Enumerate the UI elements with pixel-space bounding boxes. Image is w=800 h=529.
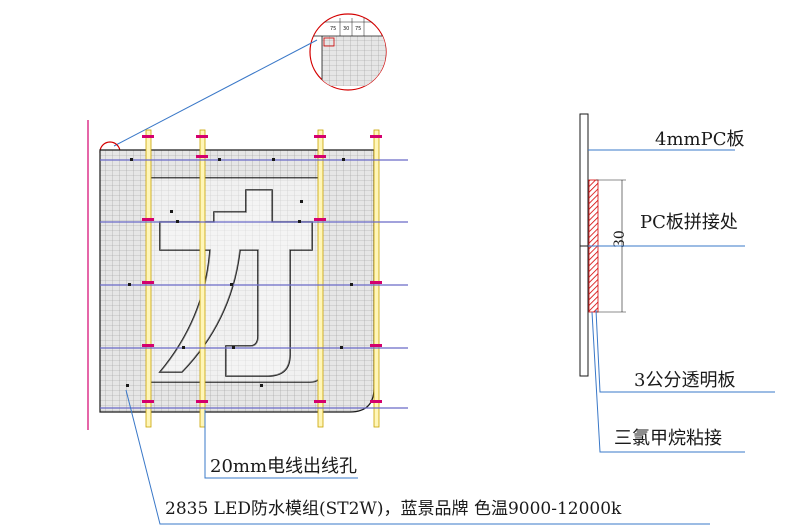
label-wire-hole: 20mm电线出线孔 — [210, 456, 358, 477]
mounting-brackets — [142, 135, 382, 403]
detail-dim-3: 75 — [355, 26, 361, 32]
support-bars — [145, 129, 380, 428]
sign-front-view — [87, 120, 408, 430]
dimension-label: 30 — [612, 230, 628, 248]
detail-dim-2: 30 — [343, 26, 349, 32]
front-leaders — [125, 389, 710, 525]
pc-board-section — [579, 113, 589, 377]
label-glue: 三氯甲烷粘接 — [614, 428, 722, 449]
section-view: 30 — [579, 113, 628, 377]
horizontal-rails — [100, 159, 408, 409]
label-transparent-board: 3公分透明板 — [634, 370, 736, 391]
led-dots — [126, 158, 353, 387]
label-pc-board: 4mmPC板 — [655, 129, 745, 150]
section-leaders — [588, 149, 775, 453]
label-pc-joint: PC板拼接处 — [640, 212, 738, 233]
detail-dim-1: 75 — [330, 26, 336, 32]
label-led-module: 2835 LED防水模组(ST2W)，蓝景品牌 色温9000-12000k — [165, 499, 622, 519]
detail-circle: 75 30 75 — [309, 13, 387, 91]
detail-leader — [113, 39, 318, 147]
